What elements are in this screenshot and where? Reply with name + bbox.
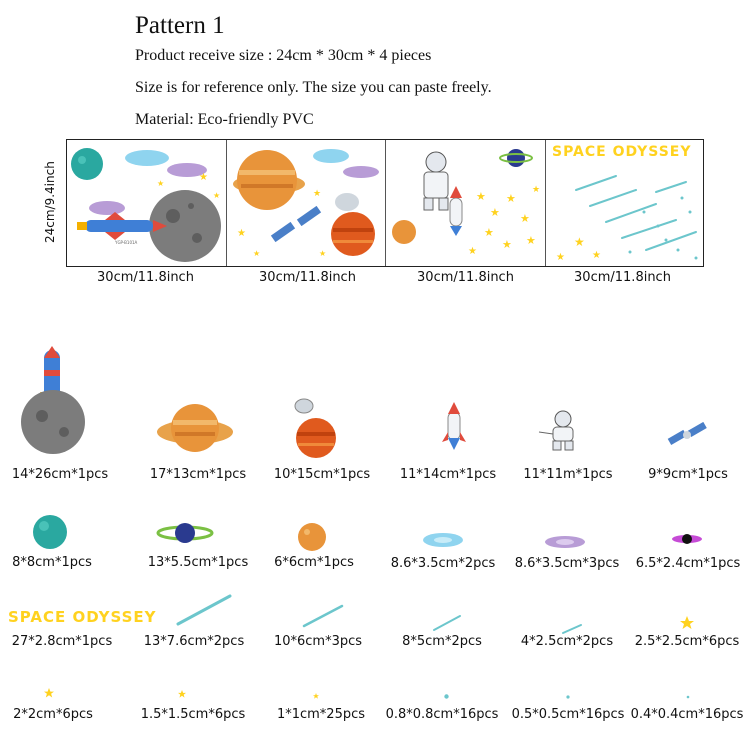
satellite-dish-planet-icon [294,398,336,458]
black-hole-icon [672,534,702,544]
item-label: 10*15cm*1pcs [273,467,371,482]
dot-0-8-icon [444,694,449,699]
item-label: 2*2cm*6pcs [13,707,93,722]
panel-a-art: ★ ★ ★ [71,148,221,262]
note-line: Size is for reference only. The size you… [135,79,492,96]
svg-text:★: ★ [506,193,516,205]
panel-a-width-label: 30cm/11.8inch [97,270,194,285]
star-2-icon [44,688,54,698]
blue-galaxy-icon [423,533,463,547]
item-label: 1.5*1.5cm*6pcs [140,707,246,722]
panel-c-art: ★ ★ ★ ★ ★ ★ ★ ★ ★ [392,149,540,257]
panel-c-width-label: 30cm/11.8inch [417,270,514,285]
item-label: 1*1cm*25pcs [276,707,366,722]
sheet-height-label: 24cm/9.4inch [43,161,57,244]
star-2-5-icon [680,616,694,629]
item-label: 0.4*0.4cm*16pcs [630,707,744,722]
sheet-panel-b: ★ ★ ★ ★ [226,140,386,266]
item-label: 8*5cm*2pcs [402,634,482,649]
item-label: 0.5*0.5cm*16pcs [511,707,625,722]
item-label: 9*9cm*1pcs [648,467,728,482]
material-line: Material: Eco-friendly PVC [135,111,314,128]
sticker-sheet: ★ ★ ★ YGP-B101A ★ ★ ★ ★ [66,139,704,267]
svg-text:★: ★ [520,213,530,225]
ringed-planet-icon [157,404,233,452]
item-label: 4*2.5cm*2pcs [520,634,614,649]
svg-text:★: ★ [319,249,326,258]
saturn-icon [156,523,214,543]
item-label: 17*13cm*1pcs [149,467,247,482]
item-label: 6.5*2.4cm*1pcs [635,556,741,571]
svg-text:★: ★ [157,179,164,188]
item-label: 13*7.6cm*2pcs [143,634,245,649]
purple-galaxy-icon [545,536,585,548]
small-meteor-icon [433,615,461,631]
item-label: 27*2.8cm*1pcs [11,634,113,649]
item-label: 0.8*0.8cm*16pcs [385,707,499,722]
item-label: 11*14cm*1pcs [399,467,497,482]
svg-text:★: ★ [199,172,208,183]
svg-text:★: ★ [490,207,500,219]
svg-text:★: ★ [502,239,512,251]
svg-text:★: ★ [213,191,220,200]
svg-text:★: ★ [526,235,536,247]
svg-text:★: ★ [484,227,494,239]
svg-text:★: ★ [556,252,565,263]
medium-meteor-icon [302,604,344,628]
svg-text:★: ★ [532,184,540,194]
svg-text:★: ★ [237,228,246,239]
star-1-5-icon [178,690,186,698]
svg-text:★: ★ [468,246,477,257]
svg-text:★: ★ [313,188,321,198]
panel-d-art: ★ ★ ★ [556,175,698,263]
orange-planet-icon [298,523,326,551]
item-label: 13*5.5cm*1pcs [147,555,249,570]
sheet-space-odyssey-banner: SPACE ODYSSEY [552,144,692,160]
teal-planet-icon [33,515,67,549]
sheet-panel-c: ★ ★ ★ ★ ★ ★ ★ ★ ★ [385,140,546,266]
svg-text:★: ★ [592,250,601,261]
item-label: 2.5*2.5cm*6pcs [634,634,740,649]
star-1-icon [313,693,319,699]
svg-text:★: ★ [253,249,260,258]
rocket-on-moon-icon [21,346,85,454]
sheet-panel-d: SPACE ODYSSEY ★ ★ ★ [545,140,704,266]
sheet-panel-a: ★ ★ ★ YGP-B101A [67,140,226,266]
item-label: 14*26cm*1pcs [11,467,109,482]
rocket-icon [442,402,466,450]
size-line: Product receive size : 24cm * 30cm * 4 p… [135,47,432,64]
astronaut-icon [538,410,574,451]
svg-text:★: ★ [476,191,486,203]
tiny-meteor-icon [562,624,582,634]
panel-b-art: ★ ★ ★ ★ [233,149,379,258]
dot-0-5-icon [566,695,570,699]
item-label: 11*11m*1pcs [523,467,613,482]
panel-b-width-label: 30cm/11.8inch [259,270,356,285]
svg-text:★: ★ [574,235,585,249]
dot-0-4-icon [686,695,690,699]
space-odyssey-text-icon: SPACE ODYSSEY [8,608,157,626]
large-meteor-icon [176,594,232,626]
item-label: 8.6*3.5cm*3pcs [514,556,620,571]
panel-d-width-label: 30cm/11.8inch [574,270,671,285]
panel-code: YGP-B101A [115,240,138,245]
satellite-icon [667,422,707,445]
page-title: Pattern 1 [135,12,225,39]
item-label: 8*8cm*1pcs [12,555,92,570]
item-label: 10*6cm*3pcs [273,634,363,649]
item-label: 8.6*3.5cm*2pcs [390,556,496,571]
item-label: 6*6cm*1pcs [274,555,354,570]
